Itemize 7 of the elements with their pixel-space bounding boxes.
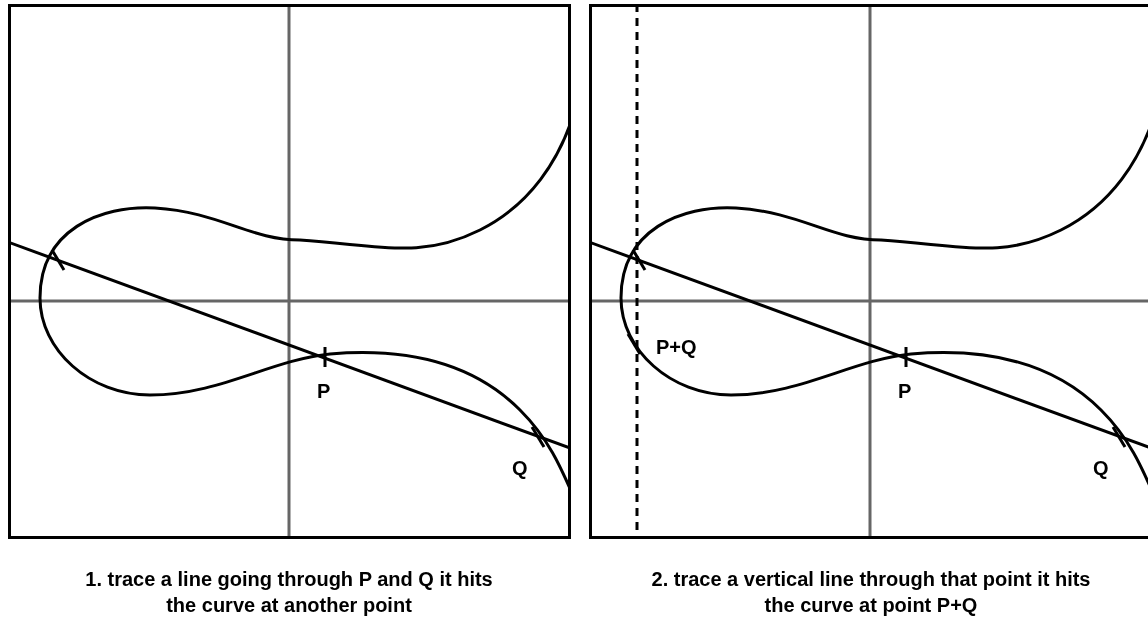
caption: 1. trace a line going through P and Q it hits the curve at another point — [84, 567, 494, 618]
point-label: Q — [512, 457, 528, 479]
point-label: P — [317, 380, 331, 402]
caption: 2. trace a vertical line through that point it hits the curve at point P+Q — [650, 567, 1092, 618]
point-label: P+Q — [656, 336, 697, 358]
point-label: P — [898, 380, 912, 402]
point-label: Q — [1093, 457, 1109, 479]
